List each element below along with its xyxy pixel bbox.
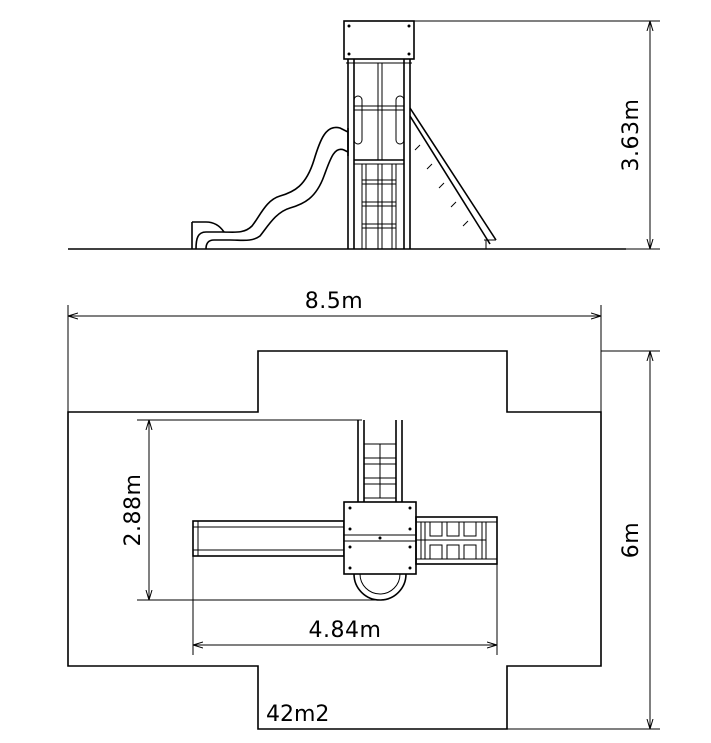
inner-width-dimension: 4.84m [192, 556, 498, 655]
wavy-slide [191, 126, 349, 250]
plan-half-round [353, 573, 407, 601]
inner-depth-label: 2.88m [121, 474, 146, 547]
side-elevation: 3.63m [68, 20, 660, 250]
climbing-ramp [409, 107, 497, 249]
width-label: 8.5m [305, 289, 363, 314]
width-dimension: 8.5m [67, 289, 602, 412]
plan-climbing-net [357, 420, 403, 502]
inner-depth-dimension: 2.88m [121, 419, 380, 601]
area-label: 42m2 [266, 702, 329, 727]
tower-frame [347, 59, 411, 249]
plan-slide [192, 520, 345, 557]
height-dimension: 3.63m [414, 20, 660, 250]
depth-label: 6m [619, 522, 644, 558]
plan-view: 8.5m 6m 2.88m 4.84m [67, 289, 660, 730]
safety-zone-outline [67, 350, 602, 730]
tower-roof [343, 20, 415, 64]
plan-climbing-ramp [415, 516, 498, 565]
depth-dimension: 6m [507, 350, 660, 730]
height-label: 3.63m [619, 99, 644, 172]
inner-width-label: 4.84m [309, 618, 382, 643]
plan-tower-deck [343, 501, 417, 575]
